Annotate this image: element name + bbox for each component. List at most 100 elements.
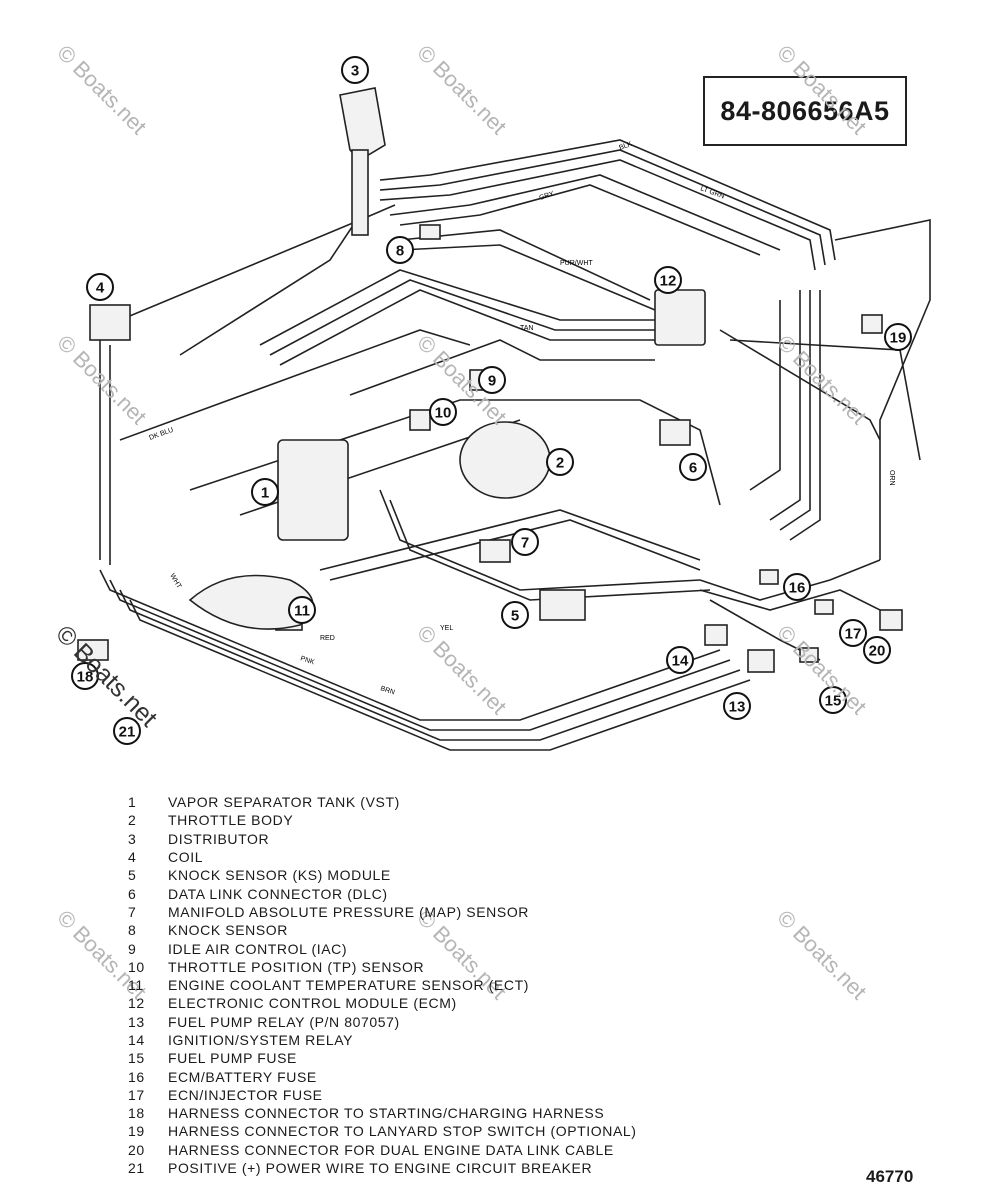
legend-text: HARNESS CONNECTOR TO LANYARD STOP SWITCH… (168, 1123, 637, 1140)
legend-number: 9 (128, 940, 137, 957)
legend-text: ELECTRONIC CONTROL MODULE (ECM) (168, 995, 457, 1012)
legend-number: 18 (128, 1105, 145, 1122)
callout-circle (478, 366, 506, 394)
legend-text: DATA LINK CONNECTOR (DLC) (168, 885, 388, 902)
dual-engine-connector-body (879, 609, 903, 631)
legend-number: 10 (128, 958, 145, 975)
legend-text: VAPOR SEPARATOR TANK (VST) (168, 794, 400, 811)
fuel-pump-relay-body (747, 649, 775, 673)
callout-18: 18 (71, 662, 99, 690)
callout-number: 4 (96, 280, 105, 297)
callout-4: 4 (86, 273, 114, 301)
callout-15: 15 (819, 686, 847, 714)
legend-item: 21 POSITIVE (+) POWER WIRE TO ENGINE CIRC… (128, 1159, 828, 1177)
callout-circle (251, 478, 279, 506)
legend-text: DISTRIBUTOR (168, 830, 270, 847)
callout-number: 8 (396, 243, 404, 260)
legend-text: POSITIVE (+) POWER WIRE TO ENGINE CIRCUI… (168, 1160, 593, 1177)
wire-label: YEL (440, 625, 453, 632)
ks-module-body (539, 589, 586, 621)
callout-19: 19 (884, 323, 912, 351)
callout-number: 6 (689, 460, 697, 477)
legend-number: 3 (128, 830, 137, 847)
callout-number: 11 (294, 603, 310, 620)
throttle-body-shape (459, 421, 551, 499)
legend-item: 9 IDLE AIR CONTROL (IAC) (128, 939, 828, 957)
legend-text: MANIFOLD ABSOLUTE PRESSURE (MAP) SENSOR (168, 903, 530, 920)
callout-circle (839, 619, 867, 647)
part-number-box: 84-806656A5 (703, 76, 907, 146)
map-sensor-body (479, 539, 511, 563)
vst-body (277, 439, 349, 541)
callout-number: 14 (672, 653, 689, 670)
legend-item: 10 THROTTLE POSITION (TP) SENSOR (128, 958, 828, 976)
callout-number: 3 (351, 63, 359, 80)
wire-label: WHT (168, 573, 182, 591)
callout-number: 16 (789, 580, 806, 597)
legend-number: 6 (128, 885, 137, 902)
legend-number: 21 (128, 1160, 145, 1177)
legend-text: ENGINE COOLANT TEMPERATURE SENSOR (ECT) (168, 977, 529, 994)
legend-text: COIL (168, 849, 204, 866)
callout-13: 13 (723, 692, 751, 720)
callout-7: 7 (511, 528, 539, 556)
wire-label: BRN (379, 685, 395, 696)
callout-number: 2 (556, 455, 564, 472)
callout-circle (783, 573, 811, 601)
legend-number: 4 (128, 849, 137, 866)
callout-5: 5 (501, 601, 529, 629)
callout-number: 5 (511, 608, 519, 625)
components (77, 87, 903, 673)
ecn-injector-fuse-body (814, 599, 834, 615)
callout-1: 1 (251, 478, 279, 506)
legend-text: KNOCK SENSOR (168, 922, 288, 939)
dlc-body (659, 419, 691, 446)
legend-number: 8 (128, 922, 137, 939)
callout-14: 14 (666, 646, 694, 674)
legend-text: FUEL PUMP RELAY (P/N 807057) (168, 1013, 400, 1030)
callout-number: 19 (890, 330, 907, 347)
legend-text: ECM/BATTERY FUSE (168, 1068, 317, 1085)
legend-text: THROTTLE POSITION (TP) SENSOR (168, 958, 425, 975)
legend-number: 15 (128, 1050, 145, 1067)
callout-circle (819, 686, 847, 714)
callout-number: 15 (825, 693, 842, 710)
legend-text: THROTTLE BODY (168, 812, 294, 829)
callout-number: 10 (435, 405, 452, 422)
legend-text: IDLE AIR CONTROL (IAC) (168, 940, 348, 957)
lanyard-connector-body (861, 314, 883, 334)
legend-item: 5 KNOCK SENSOR (KS) MODULE (128, 866, 828, 884)
legend-number: 13 (128, 1013, 145, 1030)
legend-number: 14 (128, 1032, 145, 1048)
legend-text: KNOCK SENSOR (KS) MODULE (168, 867, 391, 884)
legend-text: HARNESS CONNECTOR FOR DUAL ENGINE DATA L… (168, 1141, 614, 1158)
legend-number: 19 (128, 1123, 145, 1140)
callout-circle (511, 528, 539, 556)
callout-circle (501, 601, 529, 629)
callout-circle (679, 453, 707, 481)
knock-sensor-body (419, 224, 441, 240)
callout-circle (386, 236, 414, 264)
legend-text: ECN/INJECTOR FUSE (168, 1086, 323, 1103)
callout-circle (546, 448, 574, 476)
callout-number: 21 (119, 724, 136, 741)
wire-label: BLK (618, 141, 633, 152)
wire-label: RED (320, 635, 335, 642)
legend-item: 6 DATA LINK CONNECTOR (DLC) (128, 884, 828, 902)
callout-circle (429, 398, 457, 426)
legend-number: 7 (128, 903, 137, 920)
callout-3: 3 (341, 56, 369, 84)
legend-item: 19 HARNESS CONNECTOR TO LANYARD STOP SWIT… (128, 1122, 828, 1140)
legend-text: FUEL PUMP FUSE (168, 1050, 297, 1067)
callout-17: 17 (839, 619, 867, 647)
callout-21: 21 (113, 717, 141, 745)
legend-number: 5 (128, 867, 137, 884)
